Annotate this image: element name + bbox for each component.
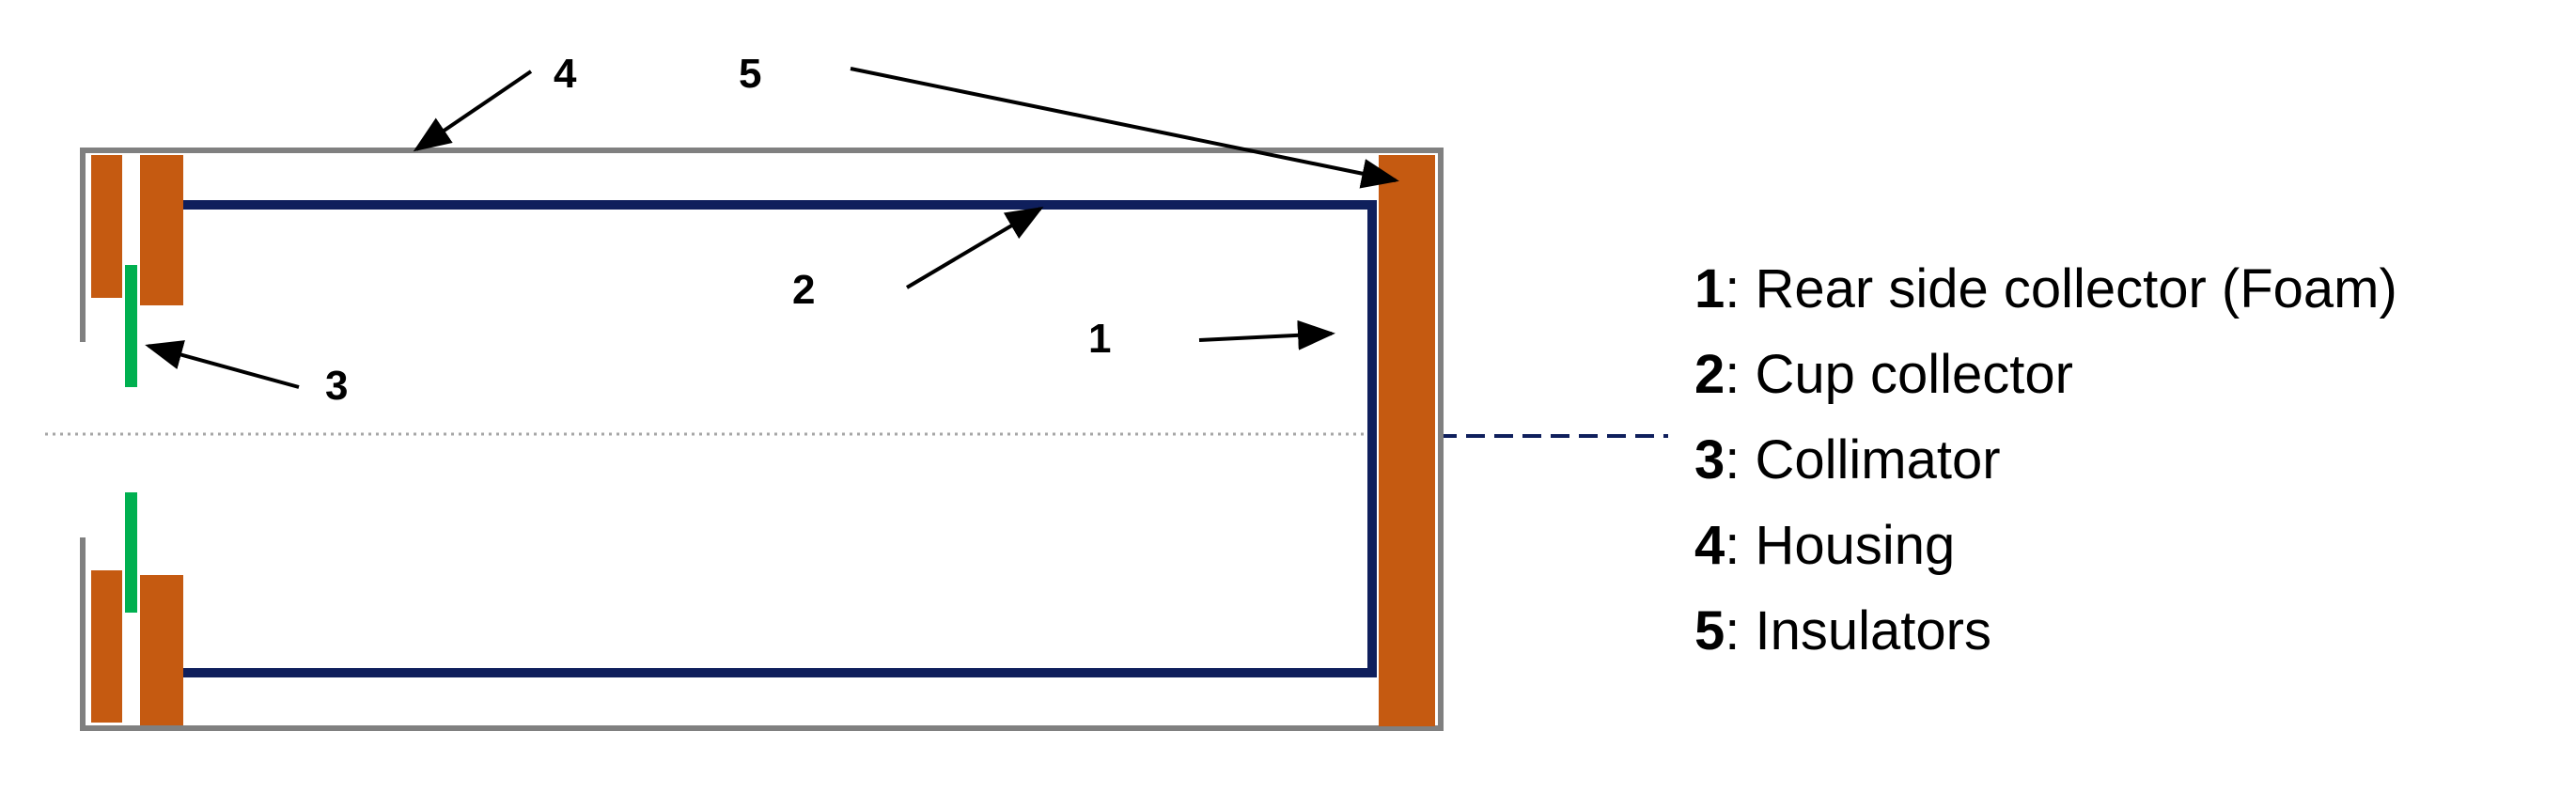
legend-item-housing: 4: Housing — [1694, 503, 2397, 588]
callout-label-4: 4 — [554, 51, 577, 97]
legend-number: 4 — [1694, 515, 1725, 576]
legend-label: : Collimator — [1725, 429, 2001, 490]
legend-item-collimator: 3: Collimator — [1694, 417, 2397, 503]
legend-label: : Cup collector — [1725, 344, 2073, 405]
legend-number: 5 — [1694, 600, 1725, 661]
housing — [80, 148, 1444, 731]
legend-item-cup-collector: 2: Cup collector — [1694, 332, 2397, 417]
collimator-top — [125, 265, 137, 387]
legend-number: 2 — [1694, 344, 1725, 405]
callout-label-1: 1 — [1088, 316, 1111, 362]
legend: 1: Rear side collector (Foam) 2: Cup col… — [1694, 246, 2397, 674]
legend-label: : Rear side collector (Foam) — [1725, 258, 2397, 319]
insulators — [91, 155, 1435, 726]
legend-number: 3 — [1694, 429, 1725, 490]
insulator-bottom-inner — [140, 575, 183, 725]
callout-arrow-2 — [905, 206, 1044, 289]
legend-label: : Housing — [1725, 515, 1956, 576]
callout-label-5: 5 — [739, 51, 761, 97]
callout-arrow-1 — [1198, 319, 1335, 350]
legend-item-rear-side-collector: 1: Rear side collector (Foam) — [1694, 246, 2397, 332]
callout-arrow-3 — [145, 340, 300, 389]
insulator-rear — [1379, 155, 1435, 726]
legend-number: 1 — [1694, 258, 1725, 319]
callout-label-3: 3 — [325, 363, 348, 409]
callout-label-2: 2 — [792, 267, 815, 313]
callout-arrow-4 — [413, 70, 533, 152]
legend-item-insulators: 5: Insulators — [1694, 588, 2397, 674]
cup-collector — [183, 200, 1377, 677]
insulator-bottom-outer — [91, 570, 122, 723]
legend-label: : Insulators — [1725, 600, 1991, 661]
callout-arrow-5 — [850, 67, 1399, 189]
collimator-bottom — [125, 492, 137, 613]
insulator-top-inner — [140, 155, 183, 305]
insulator-top-outer — [91, 155, 122, 298]
